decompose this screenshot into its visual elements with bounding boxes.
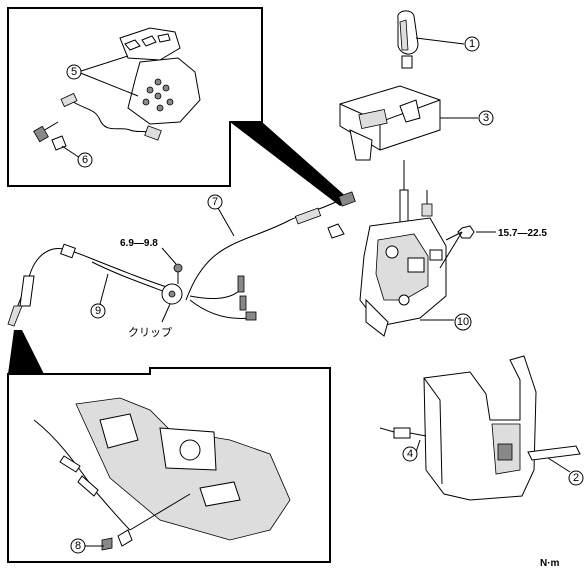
callout-5 [66,64,82,80]
callout-8-label: 8 [75,540,81,552]
shift-cable-9: 9 クリップ 6.9—9.8 [7,238,183,339]
torque-unit-label: N·m [540,558,560,569]
torque-shift-lever-nut: 15.7—22.5 [498,228,547,239]
console-panel: 2 4 [379,355,584,501]
callout-9 [90,303,106,319]
selector-panel: 3 [339,85,494,161]
shift-knob: 1 [397,10,480,69]
shift-cable-7: 7 [185,191,356,321]
callout-3 [478,110,494,126]
callout-1-label: 1 [469,38,475,50]
selector-cover-part [119,27,201,125]
callout-4 [402,446,418,462]
callout-5-label: 5 [71,66,77,78]
callout-7-label: 7 [212,196,218,208]
callout-7 [207,194,223,210]
inset-pointer-top [230,122,350,206]
callout-10-label: 10 [457,316,469,328]
callout-6 [77,152,93,168]
clip-label: クリップ [128,326,172,339]
inset-top-left: 5 6 [7,7,350,206]
callout-2-label: 2 [573,472,579,484]
callout-2 [568,470,584,486]
callout-1 [464,36,480,52]
inset-bottom-left: 8 [7,367,331,563]
torque-cable-bracket: 6.9—9.8 [120,238,158,249]
callout-9-label: 9 [95,305,101,317]
callout-6-label: 6 [82,154,88,166]
shift-lever-assembly: 10 15.7—22.5 [359,160,547,337]
callout-3-label: 3 [483,112,489,124]
callout-4-label: 4 [407,448,413,460]
indicator-harness [33,92,162,151]
callout-8 [70,538,86,554]
inset-pointer-bottom [8,330,44,374]
callout-10 [454,313,472,331]
